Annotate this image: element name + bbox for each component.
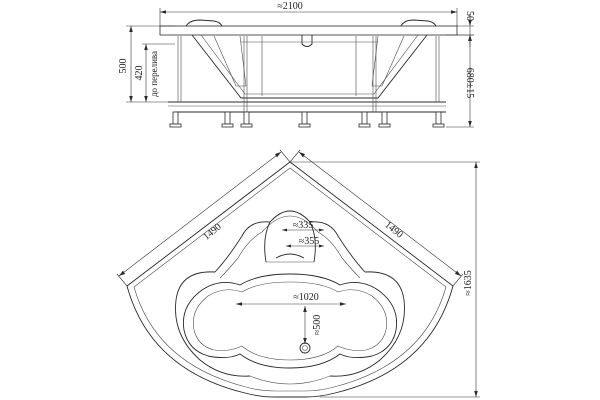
overflow-caption: до перелива [149, 51, 159, 97]
basin-width-label: ≈1020 [293, 292, 319, 303]
tub-shell [191, 34, 428, 99]
right-side-dimension [289, 149, 464, 287]
width-label: ≈2100 [277, 1, 303, 12]
basin-width-dimension [236, 302, 346, 306]
side-view: ≈2100 [118, 1, 475, 128]
drain [299, 342, 311, 354]
tub-outline [126, 161, 454, 398]
basin-depth-label: ≈500 [312, 315, 323, 336]
overall-height-label: 500 [118, 59, 129, 74]
tub-rim [159, 25, 458, 36]
headrest-zone [261, 210, 319, 263]
left-side-dimension [116, 149, 291, 287]
headrest-outer-label: ≈355 [299, 236, 320, 247]
overflow-fitting [301, 35, 313, 47]
support-legs [169, 111, 445, 128]
inner-basin [182, 273, 398, 369]
leg-height-dimension [446, 34, 474, 128]
frame-braces [177, 36, 440, 112]
width-dimension [159, 8, 458, 26]
rim-label: 50 [464, 11, 475, 21]
right-headrest [400, 19, 437, 27]
right-seat [309, 221, 366, 273]
right-lobe [329, 271, 405, 377]
top-view: 1490 1490 ≈1635 [116, 149, 480, 398]
left-lobe [175, 271, 251, 377]
headrest-outer-dimension [286, 244, 324, 248]
overflow-height-label: 420 [134, 66, 145, 81]
diagonal-label: ≈1635 [463, 270, 474, 296]
left-seat [214, 221, 271, 273]
headrest-inner-dimension [282, 228, 324, 232]
left-side-label: 1490 [201, 221, 223, 242]
diagonal-dimension [290, 161, 480, 398]
overflow-height-dimension [142, 43, 175, 102]
right-side-label: 1490 [382, 219, 404, 240]
leg-height-label: 680±15 [464, 68, 475, 99]
basin-depth-dimension [303, 306, 307, 344]
headrest-inner-label: ≈335 [293, 220, 314, 231]
overall-height-dimension [126, 25, 175, 103]
left-headrest [185, 19, 223, 27]
